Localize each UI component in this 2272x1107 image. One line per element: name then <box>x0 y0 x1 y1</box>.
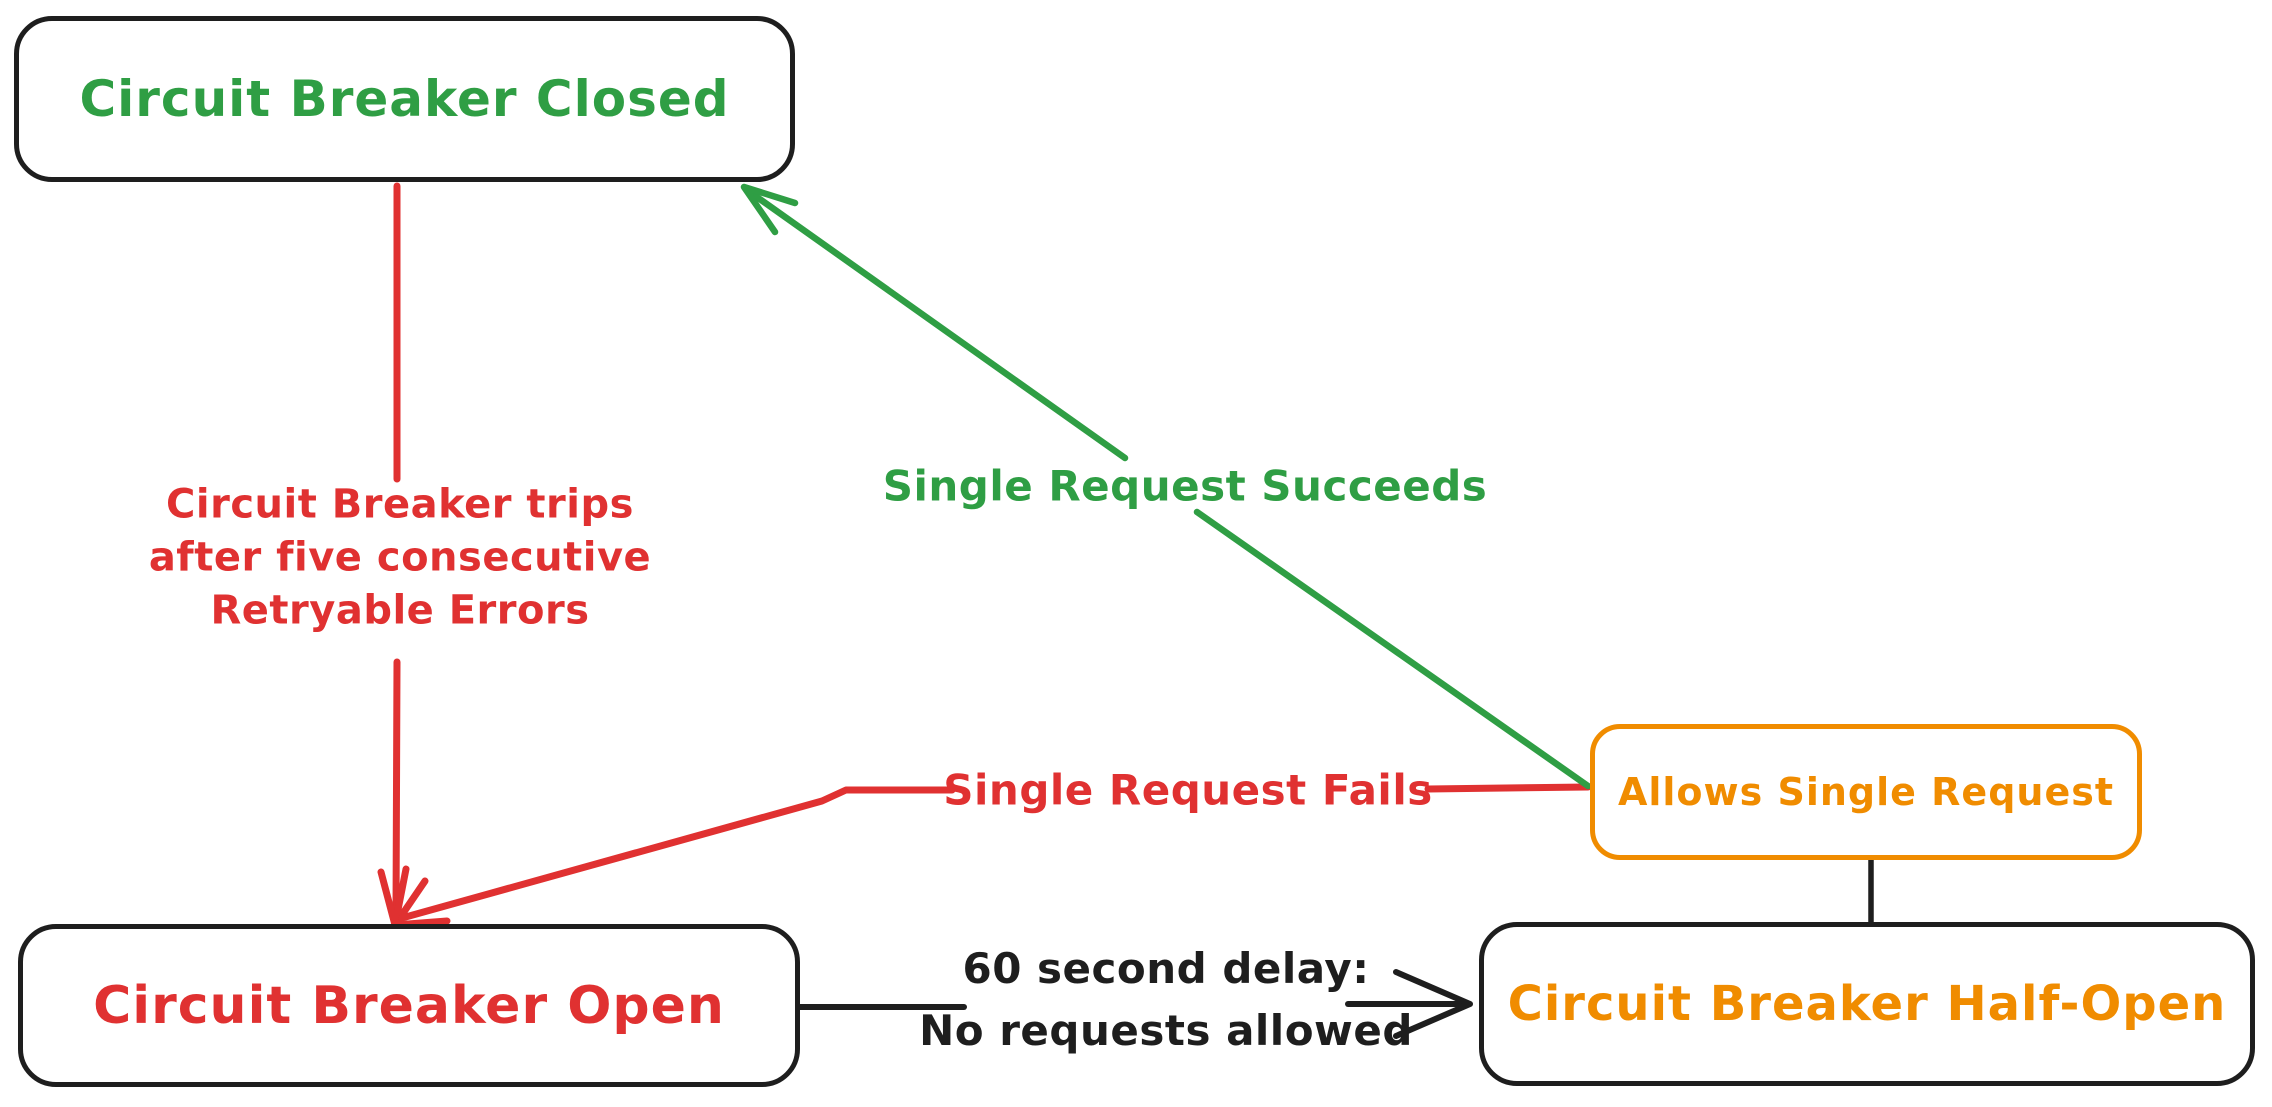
edge-label-trip-line-2: after five consecutive <box>148 534 652 581</box>
edge-trip-arrowhead <box>377 865 451 929</box>
edge-label-trip-line-3: Retryable Errors <box>210 587 590 634</box>
edge-label-succeeds-text: Single Request Succeeds <box>882 461 1488 511</box>
edge-trip-arrow <box>377 182 451 929</box>
edge-succeeds-arrowhead <box>740 183 799 236</box>
edge-delay-arrow <box>797 969 1473 1039</box>
edge-fails-line-left <box>398 786 956 922</box>
node-allows-label: Allows Single Request <box>1617 770 2115 814</box>
edge-succeeds-line-lower <box>1193 508 1592 790</box>
node-closed-label: Circuit Breaker Closed <box>79 70 730 128</box>
edge-fails-line-right <box>1424 783 1592 793</box>
edge-fails-arrow <box>398 783 1592 922</box>
edge-delay-arrowhead <box>1393 969 1473 1039</box>
edge-label-succeeds: Single Request Succeeds <box>883 462 1488 511</box>
node-circuit-breaker-open: Circuit Breaker Open <box>18 924 800 1087</box>
edge-label-fails-text: Single Request Fails <box>943 765 1433 815</box>
edge-label-fails: Single Request Fails <box>943 766 1432 815</box>
edge-label-delay-line-2: No requests allowed <box>919 1006 1413 1055</box>
node-half-open-label: Circuit Breaker Half-Open <box>1507 976 2227 1032</box>
edge-succeeds-arrow <box>740 183 1592 790</box>
edge-label-delay: 60 second delay: No requests allowed <box>919 938 1413 1062</box>
node-allows-single-request: Allows Single Request <box>1590 724 2142 860</box>
edge-label-trip: Circuit Breaker trips after five consecu… <box>149 479 651 638</box>
edge-label-delay-line-1: 60 second delay: <box>962 944 1370 993</box>
edge-trip-line-lower <box>392 658 401 918</box>
node-circuit-breaker-closed: Circuit Breaker Closed <box>14 16 795 182</box>
edge-label-trip-line-1: Circuit Breaker trips <box>166 481 634 528</box>
node-open-label: Circuit Breaker Open <box>93 975 725 1036</box>
node-circuit-breaker-half-open: Circuit Breaker Half-Open <box>1479 922 2255 1086</box>
edge-succeeds-line-upper <box>743 186 1129 462</box>
